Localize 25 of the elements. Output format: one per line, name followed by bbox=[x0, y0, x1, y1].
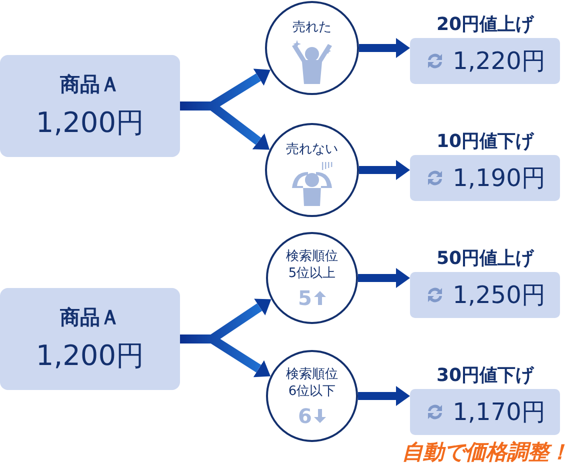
arrow bbox=[359, 160, 410, 180]
result-text: 売れた bbox=[292, 19, 332, 36]
price-text: 1,200円 bbox=[36, 338, 144, 374]
rank-number: 6 bbox=[298, 404, 312, 428]
result-text: 検索順位5位以上 bbox=[285, 248, 339, 282]
price-change-heading: 20円値上げ bbox=[435, 13, 536, 36]
price-text: 1,220円 bbox=[452, 46, 546, 77]
price-change-heading: 10円値下げ bbox=[435, 130, 536, 153]
slogan-text: 自動で価格調整！ bbox=[402, 439, 570, 466]
rank-number: 5 bbox=[298, 286, 312, 310]
arrow bbox=[358, 268, 410, 288]
price-text: 1,190円 bbox=[452, 163, 546, 194]
arrow bbox=[358, 386, 410, 406]
product-name: 商品Ａ bbox=[60, 70, 120, 98]
product-box bbox=[0, 55, 180, 157]
product-box bbox=[0, 288, 180, 390]
price-text: 1,200円 bbox=[36, 104, 144, 140]
product-name: 商品Ａ bbox=[60, 304, 120, 330]
price-change-heading: 50円値上げ bbox=[435, 247, 536, 270]
price-text: 1,250円 bbox=[452, 280, 546, 311]
price-text: 1,170円 bbox=[452, 397, 546, 428]
price-change-heading: 30円値下げ bbox=[435, 364, 536, 387]
arrow bbox=[359, 38, 410, 58]
result-text: 検索順位6位以下 bbox=[285, 366, 339, 400]
result-text: 売れない bbox=[285, 141, 339, 158]
